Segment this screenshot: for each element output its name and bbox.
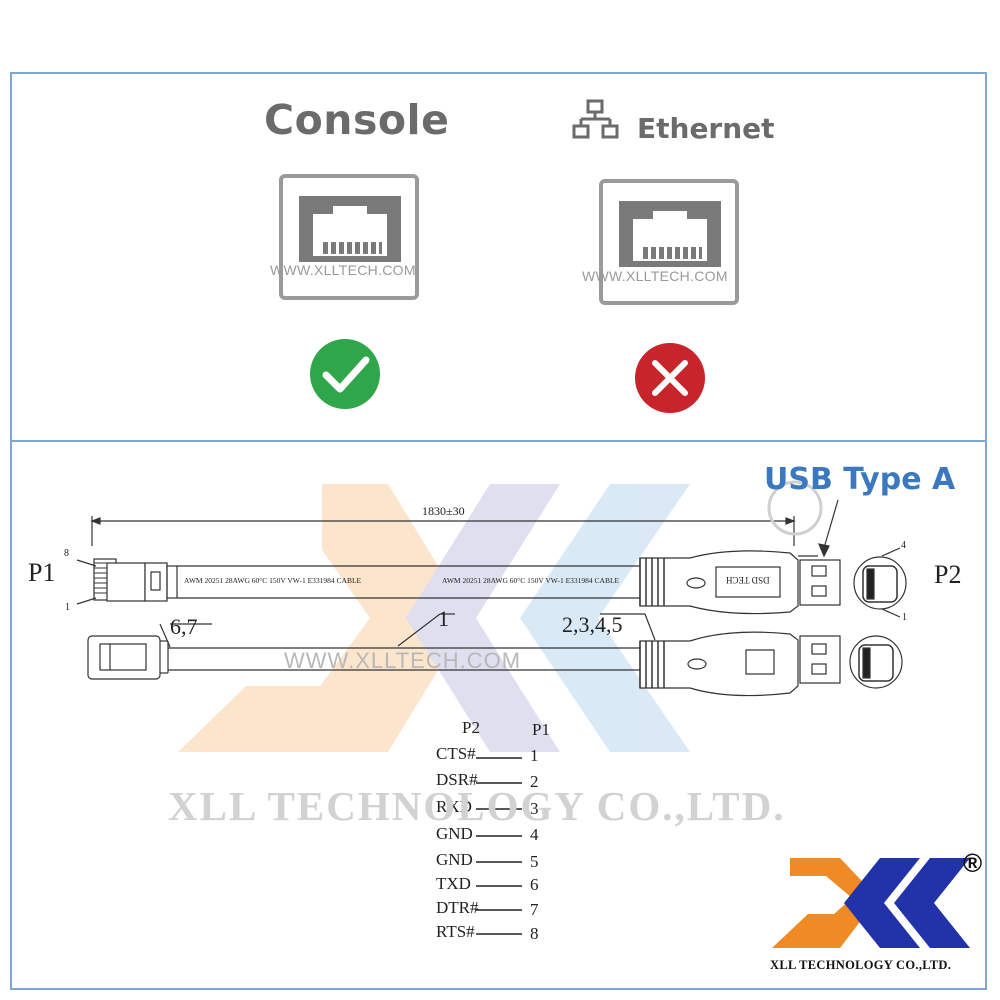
pin-number: 6	[530, 875, 539, 894]
pin-signal: TXD	[436, 874, 471, 893]
pin-number: 7	[530, 900, 539, 919]
watermark-console: WWW.XLLTECH.COM	[270, 262, 416, 278]
pin-signal: GND	[436, 824, 473, 843]
pin-number: 5	[530, 852, 539, 871]
pin-number: 2	[530, 772, 539, 791]
registered-watermark	[767, 480, 823, 536]
usb-type-a-title: USB Type A	[764, 462, 956, 497]
logo-company-name: XLL TECHNOLOGY CO.,LTD.	[770, 958, 952, 972]
pin-signal: DSR#	[436, 770, 478, 789]
cable-print-text-2: AWM 20251 28AWG 60°C 150V VW-1 E331984 C…	[442, 576, 620, 585]
cross-icon	[635, 343, 705, 413]
callout-2-3-4-5: 2,3,4,5	[562, 612, 623, 637]
ethernet-label: Ethernet	[637, 112, 775, 145]
pin-signal: RXD	[436, 797, 472, 816]
registered-mark: ®	[963, 848, 983, 878]
pin-8-marker: 8	[64, 548, 69, 559]
p1-label: P1	[28, 558, 56, 587]
p2-label: P2	[934, 560, 962, 589]
content-frame	[10, 72, 987, 990]
pin-1-marker-right: 1	[902, 612, 907, 623]
cable-drawing	[76, 499, 907, 697]
console-port-graphic	[279, 174, 419, 300]
pin-signal: RTS#	[436, 922, 475, 941]
cable-length-dimension: 1830±30	[422, 504, 465, 518]
pin-signal: DTR#	[436, 898, 479, 917]
pin-signal: GND	[436, 850, 473, 869]
company-watermark: XLL TECHNOLOGY CO.,LTD.	[168, 783, 786, 829]
logo-watermark-graphic	[178, 484, 690, 752]
watermark-ethernet: WWW.XLLTECH.COM	[582, 268, 728, 284]
pin-signal: CTS#	[436, 744, 476, 763]
pinout-header-p2: P2	[462, 718, 480, 737]
pinout-header-p1: P1	[532, 720, 550, 739]
pin-number: 1	[530, 746, 539, 765]
pin-number: 3	[530, 799, 539, 818]
pin-number: 4	[530, 825, 539, 844]
xll-logo-graphic	[772, 858, 970, 948]
diagram-watermark: WWW.XLLTECH.COM	[284, 648, 522, 673]
pin-number: 8	[530, 924, 539, 943]
checkmark-icon	[310, 339, 380, 409]
pinout-lines	[476, 757, 522, 935]
cable-print-text-1: AWM 20251 28AWG 60°C 150V VW-1 E331984 C…	[184, 576, 362, 585]
usb-brand-text: DSD TECH	[726, 575, 770, 585]
pin-4-marker-right: 4	[901, 540, 906, 551]
ethernet-port-graphic	[599, 179, 739, 305]
callout-1: 1	[438, 606, 449, 631]
console-label: Console	[264, 96, 450, 144]
callout-6-7: 6,7	[170, 614, 198, 639]
network-topology-icon	[572, 99, 619, 139]
section-divider	[10, 440, 987, 442]
pin-1-marker: 1	[65, 602, 70, 613]
